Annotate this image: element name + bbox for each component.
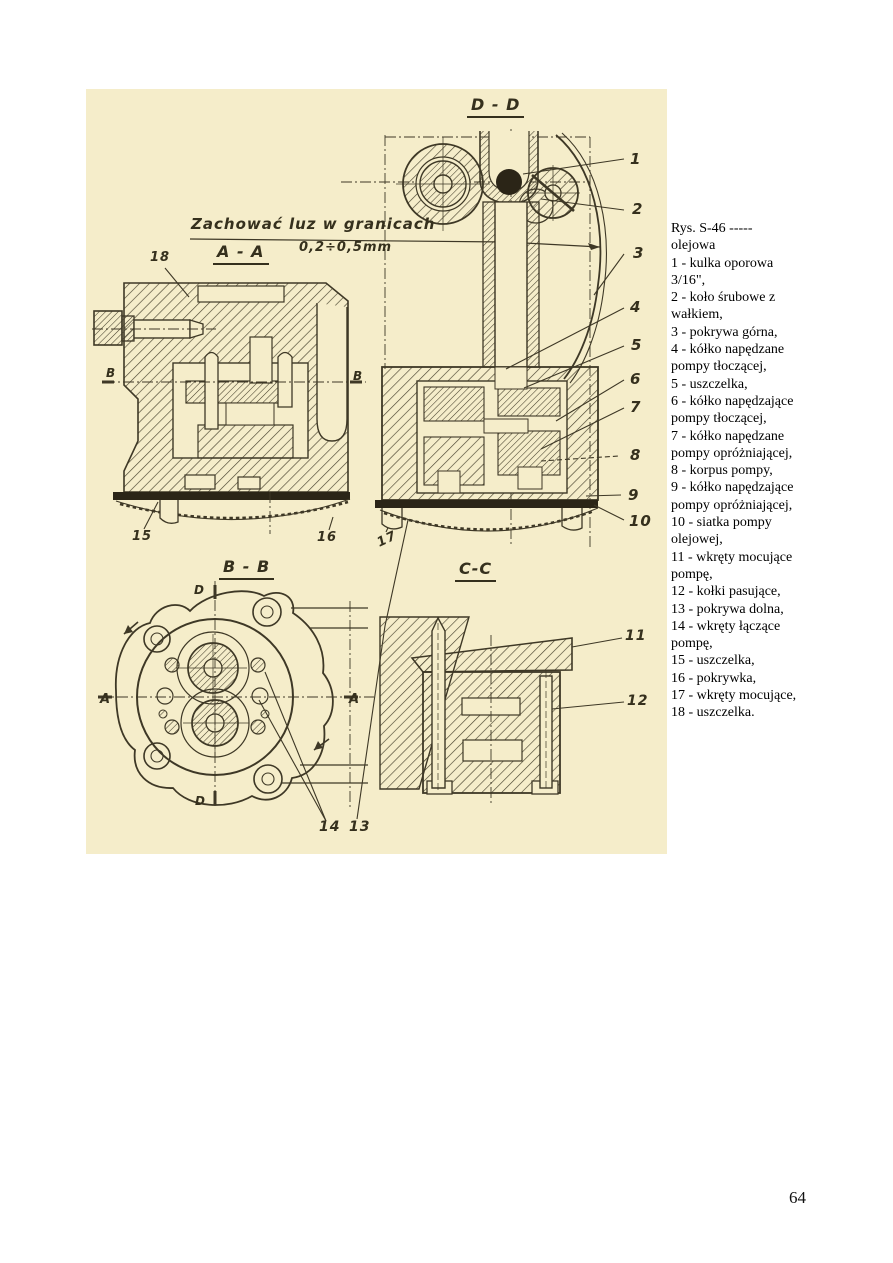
legend-line: 8 - korpus pompy, xyxy=(671,463,773,479)
legend-line: 4 - kółko napędzane xyxy=(671,342,785,358)
legend-line: olejowej, xyxy=(671,532,723,548)
section-title-bb: B - B xyxy=(219,559,275,580)
legend-line: wałkiem, xyxy=(671,307,723,323)
legend-line: pompy opróżniającej, xyxy=(671,445,793,461)
cut-marker-d-bottom: D xyxy=(195,794,206,808)
cut-marker-a-left: A xyxy=(100,692,112,707)
callout-3: 3 xyxy=(633,244,645,262)
legend-line: pompy opróżniającej, xyxy=(671,497,793,513)
legend-line: 12 - kołki pasujące, xyxy=(671,584,781,600)
callout-9: 9 xyxy=(628,486,640,504)
legend-line: 1 - kulka oporowa xyxy=(671,255,774,271)
legend-line: 11 - wkręty mocujące xyxy=(671,549,793,565)
callout-18: 18 xyxy=(150,250,171,265)
page-number: 64 xyxy=(789,1188,806,1207)
legend-line: olejowa xyxy=(671,238,716,254)
callout-6: 6 xyxy=(630,370,642,388)
legend-line: 2 - koło śrubowe z xyxy=(671,290,776,306)
legend-line: 17 - wkręty mocujące, xyxy=(671,688,797,704)
cut-marker-d-top: D xyxy=(194,583,205,597)
legend-line: pompy tłoczącej, xyxy=(671,359,767,375)
legend-line: pompę, xyxy=(671,636,713,652)
legend-line: 9 - kółko napędzające xyxy=(671,480,794,496)
section-title-cc: C-C xyxy=(455,561,497,582)
legend-line: Rys. S-46 ----- xyxy=(671,221,753,236)
cut-marker-b-left: B xyxy=(106,366,117,380)
cut-marker-b-right: B xyxy=(353,369,364,383)
callout-10: 10 xyxy=(629,512,652,530)
legend-line: 3 - pokrywa górna, xyxy=(671,324,778,340)
legend-line: pompę, xyxy=(671,566,713,582)
legend-line: 7 - kółko napędzane xyxy=(671,428,785,444)
callout-11: 11 xyxy=(625,628,647,644)
callout-1: 1 xyxy=(630,150,642,168)
callout-2: 2 xyxy=(632,200,644,218)
callout-5: 5 xyxy=(631,336,643,354)
callout-14: 14 xyxy=(319,819,341,835)
callout-13: 13 xyxy=(349,819,371,835)
legend-line: 14 - wkręty łączące xyxy=(671,618,781,634)
section-title-aa: A - A xyxy=(213,244,269,265)
section-title-dd: D - D xyxy=(467,97,525,118)
figure-legend: Rys. S-46 ----- olejowa 1 - kulka oporow… xyxy=(671,220,892,722)
legend-line: 3/16", xyxy=(671,272,706,288)
callout-8: 8 xyxy=(630,446,642,464)
legend-line: 10 - siatka pompy xyxy=(671,515,772,531)
callout-4: 4 xyxy=(630,298,642,316)
legend-line: 5 - uszczelka, xyxy=(671,376,748,392)
legend-line: 15 - uszczelka, xyxy=(671,653,755,669)
legend-line: 6 - kółko napędzające xyxy=(671,393,794,409)
legend-line: pompy tłoczącej, xyxy=(671,411,767,427)
note-clearance-text: Zachować luz w granicach xyxy=(191,215,436,233)
callout-15: 15 xyxy=(132,529,153,544)
legend-line: 13 - pokrywa dolna, xyxy=(671,601,784,617)
callout-7: 7 xyxy=(630,398,642,416)
figure-scan: D - D Zachować luz w granicach A - A 0,2… xyxy=(86,89,667,854)
note-clearance-value: 0,2÷0,5mm xyxy=(299,240,393,255)
callout-16: 16 xyxy=(317,530,338,545)
callout-12: 12 xyxy=(627,693,649,709)
legend-line: 16 - pokrywka, xyxy=(671,670,757,686)
legend-line: 18 - uszczelka. xyxy=(671,705,755,721)
pump-cross-section-drawing xyxy=(92,129,625,822)
cut-marker-a-right: A xyxy=(349,692,361,707)
